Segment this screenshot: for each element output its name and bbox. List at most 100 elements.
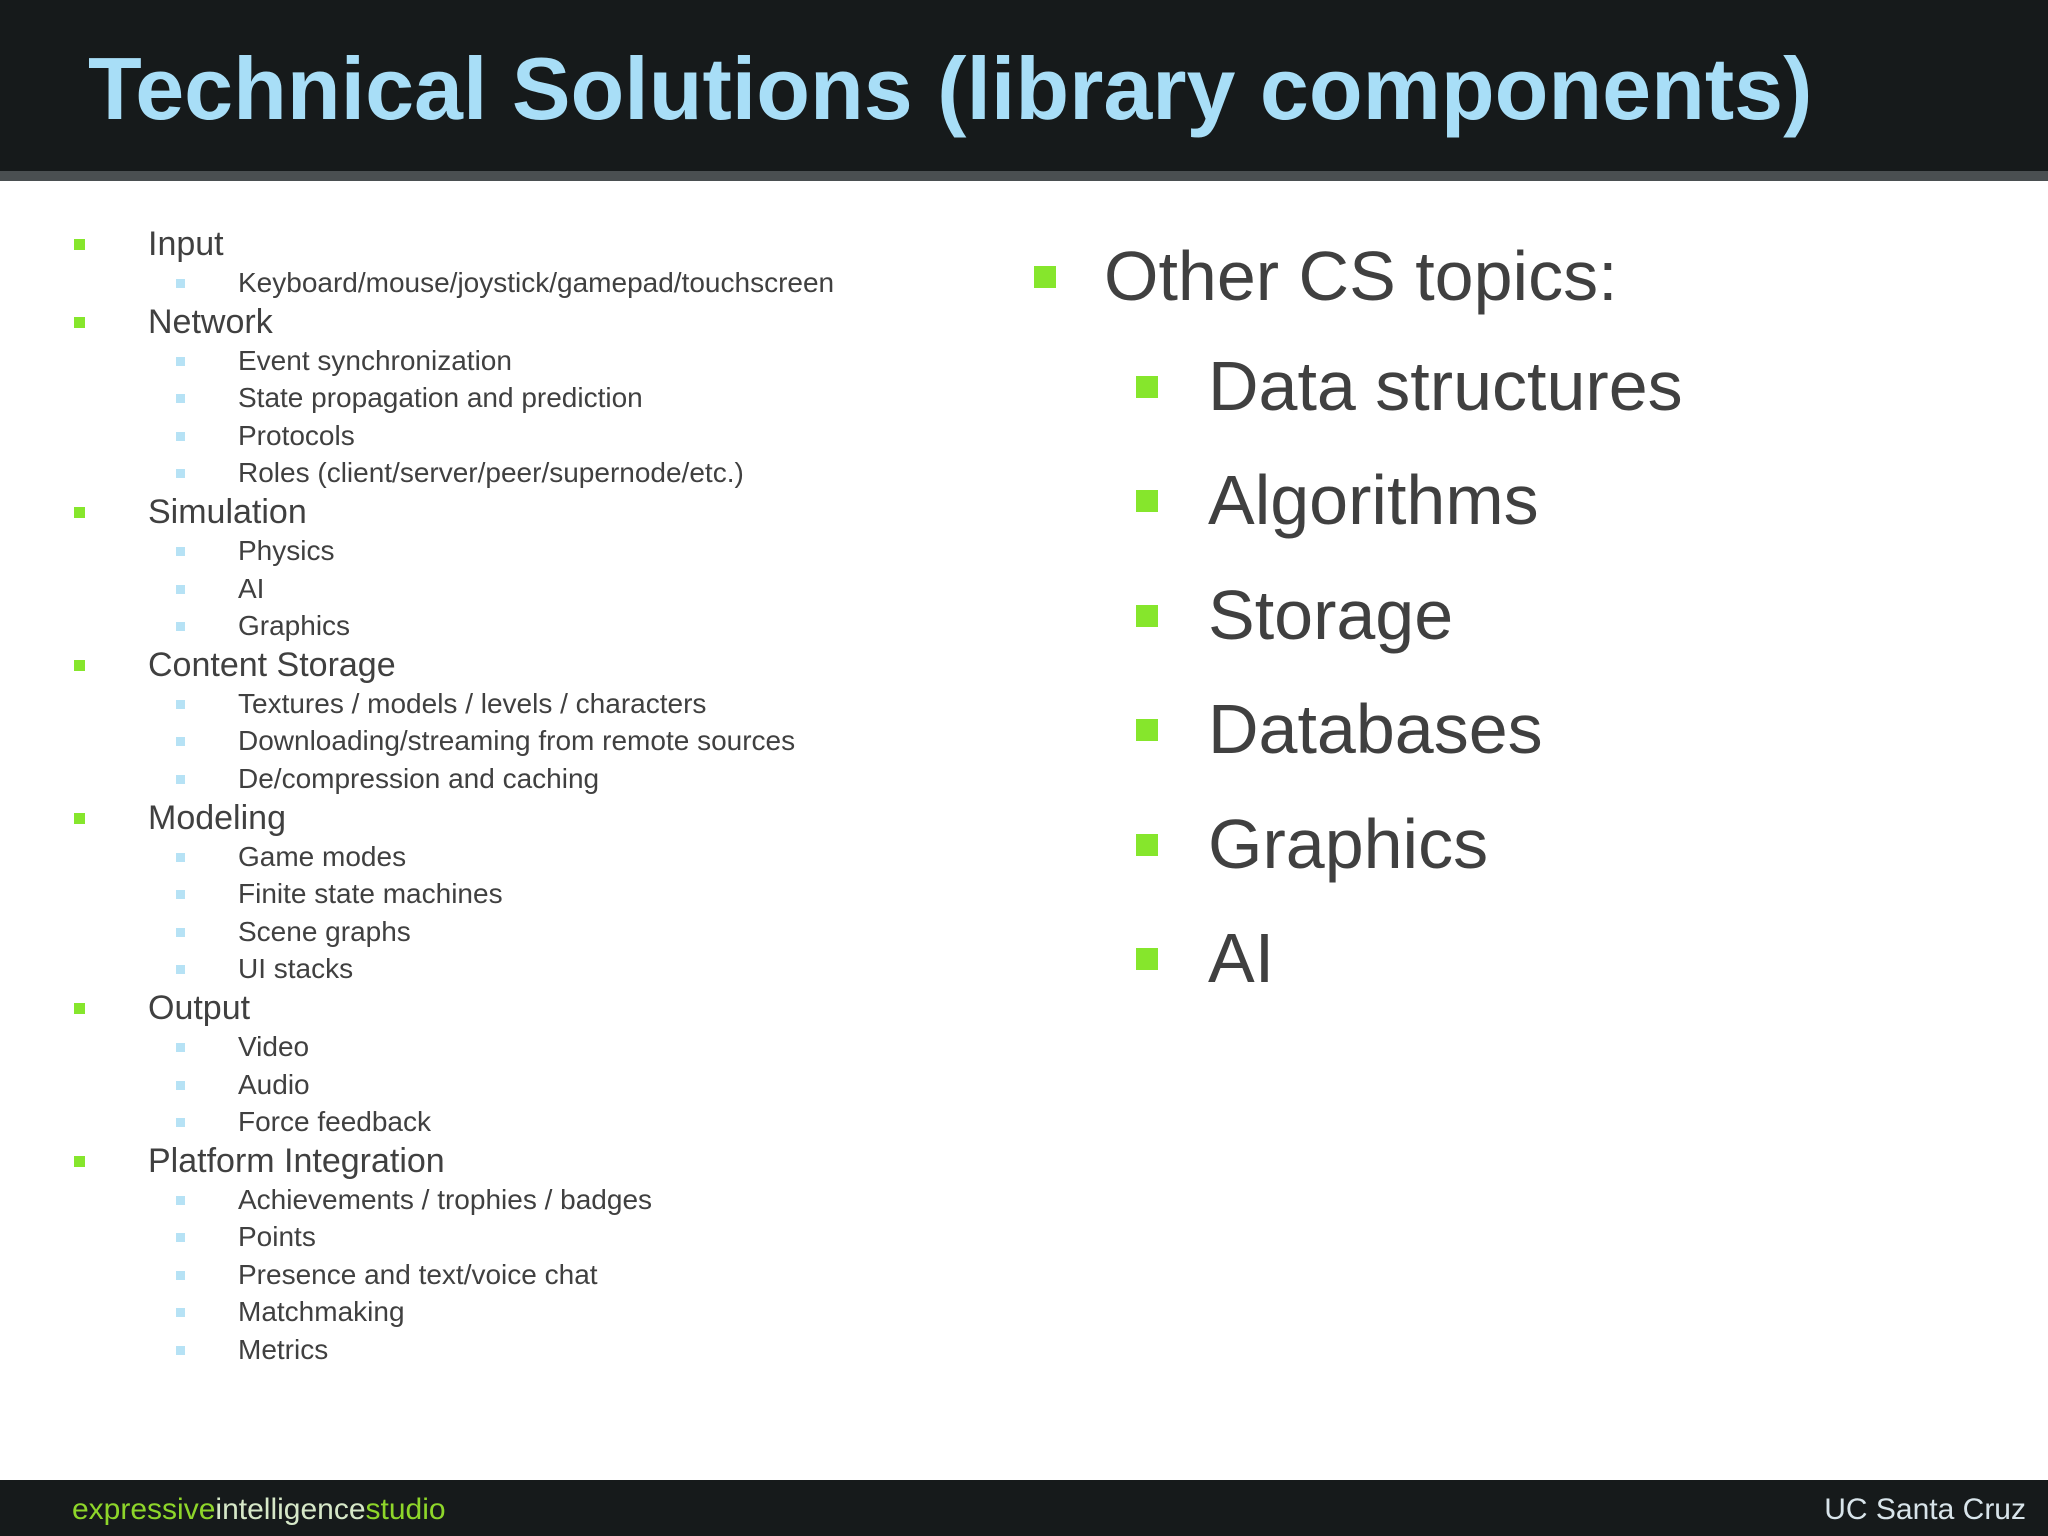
sub-bullet-square-icon: [176, 1118, 185, 1128]
sub-bullet-square-icon: [176, 546, 185, 556]
sub-list-item-label: Game modes: [238, 840, 407, 872]
list-item-label: Output: [148, 988, 251, 1027]
sub-bullet-square-icon: [176, 965, 185, 975]
sub-list-item-label: State propagation and prediction: [238, 382, 643, 414]
topic-item: Storage: [1000, 569, 2000, 683]
sub-list-item-label: Matchmaking: [238, 1296, 405, 1328]
bullet-square-icon: [74, 1002, 85, 1014]
sub-bullet-square-icon: [176, 1346, 185, 1356]
topic-item-label: Storage: [1208, 575, 1454, 654]
slide-header: [0, 0, 2048, 171]
sub-list-item-label: Audio: [238, 1068, 310, 1100]
sub-bullet-square-icon: [176, 356, 185, 366]
slide-title: Technical Solutions (library components): [88, 39, 1813, 138]
sub-bullet-square-icon: [176, 1308, 185, 1318]
list-item: Simulation: [0, 492, 980, 532]
sub-list-item: Protocols: [0, 417, 980, 455]
topic-item-label: Data structures: [1208, 347, 1683, 425]
sub-list-item-label: Video: [238, 1030, 310, 1062]
topic-item-label: Graphics: [1208, 804, 1489, 883]
list-item-label: Modeling: [148, 798, 286, 837]
sub-list-item: Textures / models / levels / characters: [0, 685, 980, 723]
sub-list-item: Scene graphs: [0, 913, 980, 951]
sub-bullet-square-icon: [176, 469, 185, 479]
list-item: Output: [0, 988, 980, 1028]
sub-bullet-square-icon: [176, 699, 185, 709]
bullet-square-icon: [1136, 376, 1158, 398]
sub-bullet-square-icon: [176, 584, 185, 594]
topic-item-label: Databases: [1208, 690, 1543, 769]
sub-list-item-label: AI: [238, 572, 265, 604]
list-item: Content Storage: [0, 645, 980, 685]
sub-list-item: Points: [0, 1218, 980, 1256]
list-item: Modeling: [0, 798, 980, 838]
topic-item-label: AI: [1208, 918, 1275, 997]
right-list-heading: Other CS topics:: [1000, 230, 2000, 340]
sub-list-item: Game modes: [0, 838, 980, 876]
sub-bullet-square-icon: [176, 852, 185, 862]
footer-brand-part2: intelligence: [215, 1493, 366, 1526]
sub-list-item: Roles (client/server/peer/supernode/etc.…: [0, 454, 980, 492]
sub-list-item-label: Roles (client/server/peer/supernode/etc.…: [238, 457, 744, 489]
topic-item: Data structures: [1000, 340, 2000, 454]
topic-item: Graphics: [1000, 798, 2000, 912]
sub-list-item-label: Achievements / trophies / badges: [238, 1183, 653, 1215]
sub-list-item: Force feedback: [0, 1103, 980, 1141]
topic-item: AI: [1000, 912, 2000, 1026]
footer-brand-part1: expressive: [72, 1493, 216, 1526]
sub-list-item-label: Scene graphs: [238, 915, 411, 947]
sub-bullet-square-icon: [176, 927, 185, 937]
sub-bullet-square-icon: [176, 1270, 185, 1280]
sub-list-item: Physics: [0, 532, 980, 570]
bullet-square-icon: [1136, 490, 1158, 513]
sub-bullet-square-icon: [176, 431, 185, 441]
sub-bullet-square-icon: [176, 622, 185, 632]
sub-list-item: Matchmaking: [0, 1293, 980, 1331]
bullet-square-icon: [1136, 719, 1158, 742]
sub-bullet-square-icon: [176, 279, 185, 288]
bullet-square-icon: [1136, 604, 1158, 627]
sub-list-item-label: Downloading/streaming from remote source…: [238, 725, 796, 757]
sub-list-item-label: Force feedback: [238, 1106, 431, 1138]
slide-footer: expressiveintelligencestudio UC Santa Cr…: [0, 1480, 2048, 1536]
sub-list-item: UI stacks: [0, 950, 980, 988]
footer-institution: UC Santa Cruz: [1824, 1493, 2026, 1526]
sub-list-item: De/compression and caching: [0, 760, 980, 798]
sub-bullet-square-icon: [176, 394, 185, 404]
sub-list-item: Metrics: [0, 1331, 980, 1369]
list-item-label: Network: [148, 302, 273, 341]
bullet-square-icon: [74, 239, 85, 250]
sub-list-item-label: De/compression and caching: [238, 762, 600, 794]
sub-list-item-label: Physics: [238, 534, 335, 566]
list-item: Network: [0, 302, 980, 342]
header-divider: [0, 171, 2048, 181]
sub-list-item: Audio: [0, 1066, 980, 1104]
bullet-square-icon: [1136, 947, 1158, 970]
bullet-square-icon: [74, 812, 85, 824]
list-item-label: Platform Integration: [148, 1141, 445, 1180]
sub-list-item: AI: [0, 570, 980, 608]
footer-brand: expressiveintelligencestudio: [72, 1490, 446, 1530]
list-item-label: Simulation: [148, 492, 307, 531]
sub-bullet-square-icon: [176, 1042, 185, 1052]
sub-list-item-label: Points: [238, 1221, 316, 1253]
sub-bullet-square-icon: [176, 774, 185, 784]
sub-list-item-label: Event synchronization: [238, 344, 512, 376]
sub-list-item: Presence and text/voice chat: [0, 1256, 980, 1294]
sub-list-item: Graphics: [0, 607, 980, 645]
right-list-heading-label: Other CS topics:: [1104, 237, 1618, 315]
sub-list-item-label: Metrics: [238, 1334, 329, 1366]
sub-list-item-label: Presence and text/voice chat: [238, 1258, 598, 1290]
footer-brand-part3: studio: [365, 1493, 446, 1526]
sub-list-item-label: Protocols: [238, 419, 355, 451]
list-item-label: Input: [148, 225, 224, 263]
sub-bullet-square-icon: [176, 1233, 185, 1243]
list-item: Input: [0, 224, 980, 264]
list-item: Platform Integration: [0, 1141, 980, 1181]
sub-list-item-label: UI stacks: [238, 953, 354, 985]
sub-list-item: Keyboard/mouse/joystick/gamepad/touchscr…: [0, 264, 980, 302]
sub-list-item-label: Textures / models / levels / characters: [238, 687, 707, 719]
sub-list-item: Achievements / trophies / badges: [0, 1181, 980, 1219]
